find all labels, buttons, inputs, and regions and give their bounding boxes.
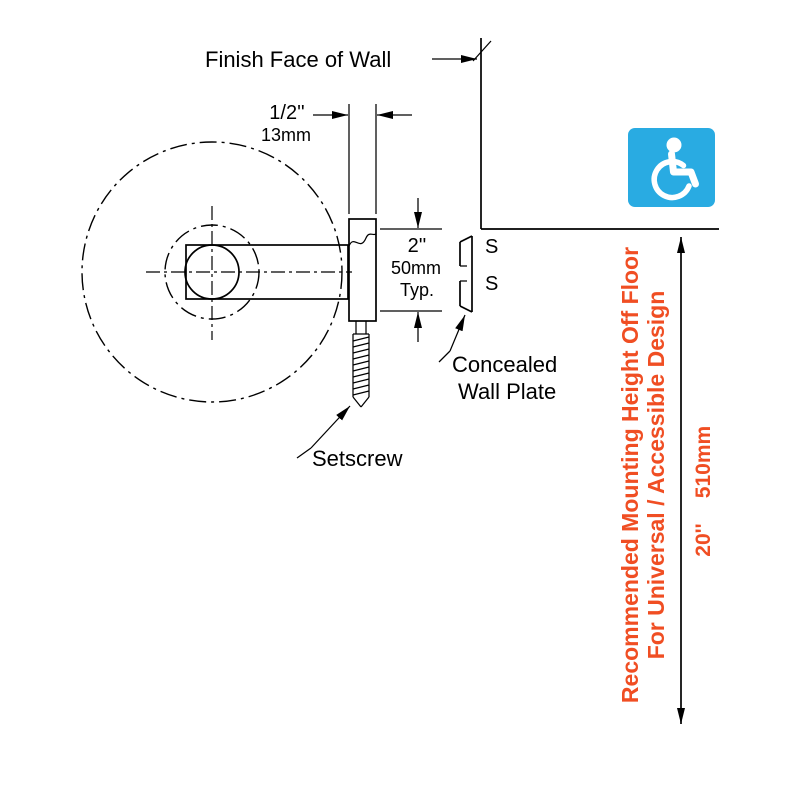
wall-plate-bottom-edge [459, 305, 473, 313]
projection-inches-label: 1/2'' [269, 102, 304, 124]
wall-plate-leader-tail [438, 350, 451, 363]
wall-plate-leader-arrow [449, 314, 466, 352]
s-marker-lower: S [485, 273, 498, 295]
wall-plate-label-line2: Wall Plate [458, 379, 556, 404]
setscrew-leader-tail [296, 447, 312, 459]
plate-metric-label: 50mm [391, 258, 441, 278]
mounting-post-flange [348, 218, 377, 322]
dimension-projection: 1/2'' 13mm [261, 102, 412, 214]
s-marker-upper: S [485, 236, 498, 258]
flange-break-squiggle [348, 233, 377, 247]
plate-inches-label: 2'' [408, 235, 427, 257]
dimension-plate: 2'' 50mm Typ. [380, 198, 442, 342]
accessibility-icon [628, 128, 715, 207]
isa-figure-head [666, 137, 682, 153]
mounting-note-line1: Recommended Mounting Height Off Floor [617, 247, 643, 703]
fixture-group [81, 141, 377, 403]
plate-typ-label: Typ. [400, 280, 434, 300]
hook-pin-end [184, 244, 240, 300]
wall-plate-group: S S Concealed Wall Plate [438, 235, 557, 404]
isa-wheel-arc [651, 158, 692, 201]
wall-break-tick [472, 40, 492, 62]
wall-plate-label-line1: Concealed [452, 352, 557, 377]
setscrew-leader-arrow [310, 405, 351, 449]
setscrew-label: Setscrew [312, 446, 403, 471]
hook-arm-outline [185, 244, 349, 300]
height-inches-label: 20'' [692, 523, 715, 556]
setscrew-drawing [352, 333, 370, 408]
mounting-note: Recommended Mounting Height Off Floor Fo… [617, 247, 669, 703]
wall-plate-top-edge [459, 235, 473, 243]
height-metric-label: 510mm [692, 426, 715, 498]
mounting-note-line2: For Universal / Accessible Design [643, 291, 669, 660]
projection-metric-label: 13mm [261, 125, 311, 145]
finish-face-label: Finish Face of Wall [205, 47, 391, 72]
setscrew-group: Setscrew [296, 321, 403, 471]
height-dimension: 20'' 510mm [677, 237, 715, 724]
wall-group: Finish Face of Wall [205, 38, 719, 230]
setscrew-threads [352, 336, 370, 396]
